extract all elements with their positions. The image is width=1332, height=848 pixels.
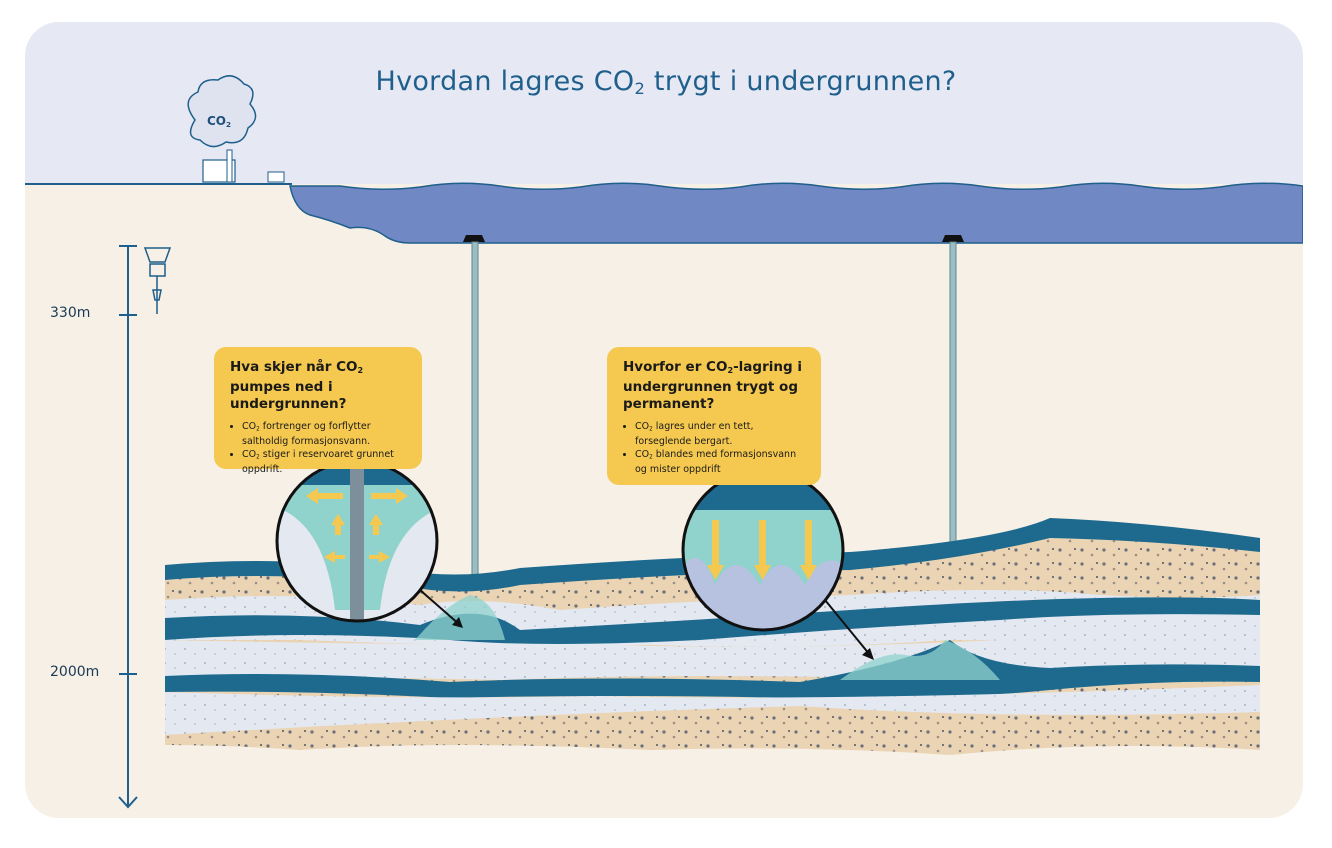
magnifier-dissolution [681, 468, 874, 660]
info-box-bullets: CO2 fortrenger og forflytter saltholdig … [230, 421, 408, 477]
page-title: Hvordan lagres CO2 trygt i undergrunnen? [0, 66, 1332, 98]
cloud-label-subscript: 2 [226, 119, 232, 129]
bullet-text-end: fortrenger og forflytter saltholdig form… [242, 421, 371, 447]
rock-layers [165, 518, 1260, 755]
bullet-text: CO [242, 421, 257, 433]
heading-text: Hva skjer når CO [230, 359, 358, 375]
cloud-label-text: CO [207, 114, 227, 128]
bullet-text-end: lagres under en tett, forseglende bergar… [635, 421, 754, 447]
co2-plume-left [415, 595, 505, 640]
bullet-text-end: stiger i reservoaret grunnet oppdrift. [242, 449, 394, 476]
depth-label-2000: 2000m [50, 664, 100, 680]
bullet-text-end: blandes med formasjonsvann og mister opp… [635, 449, 797, 476]
bullet-text: CO [242, 449, 257, 461]
bullet-text: CO [635, 421, 650, 433]
info-box-injection: Hva skjer når CO2 pumpes ned i undergrun… [214, 347, 422, 475]
info-box-bullets: CO2 lagres under en tett, forseglende be… [623, 421, 807, 477]
depth-axis [118, 245, 138, 809]
info-box-safety: Hvorfor er CO2-lagring i undergrunnen tr… [607, 347, 821, 485]
bullet-item: CO2 blandes med formasjonsvann og mister… [635, 449, 807, 476]
magnifier-injection [275, 459, 463, 628]
info-box-heading: Hva skjer når CO2 pumpes ned i undergrun… [230, 359, 408, 413]
heading-text-end: pumpes ned i undergrunnen? [230, 379, 347, 413]
factory-icon [187, 75, 285, 183]
title-subscript: 2 [634, 79, 646, 99]
bullet-item: CO2 fortrenger og forflytter saltholdig … [242, 421, 408, 448]
bullet-subscript: 2 [649, 426, 653, 433]
bullet-item: CO2 stiger i reservoaret grunnet oppdrif… [242, 449, 408, 476]
bullet-subscript: 2 [256, 454, 260, 461]
info-box-heading: Hvorfor er CO2-lagring i undergrunnen tr… [623, 359, 807, 413]
wellhead-icon [143, 247, 172, 314]
heading-subscript: 2 [357, 365, 364, 376]
heading-text: Hvorfor er CO [623, 359, 728, 375]
bullet-subscript: 2 [649, 454, 653, 461]
co2-plume-right [840, 640, 1000, 680]
cloud-co2-label: CO2 [207, 114, 231, 129]
bullet-text: CO [635, 449, 650, 461]
heading-text-end: -lagring i undergrunnen trygt og permane… [623, 359, 802, 413]
title-text-end: trygt i undergrunnen? [645, 66, 957, 97]
depth-label-330: 330m [50, 305, 91, 321]
sea [289, 182, 1303, 244]
title-text: Hvordan lagres CO [375, 66, 635, 97]
bullet-item: CO2 lagres under en tett, forseglende be… [635, 421, 807, 448]
bullet-subscript: 2 [256, 426, 260, 433]
heading-subscript: 2 [727, 365, 734, 376]
